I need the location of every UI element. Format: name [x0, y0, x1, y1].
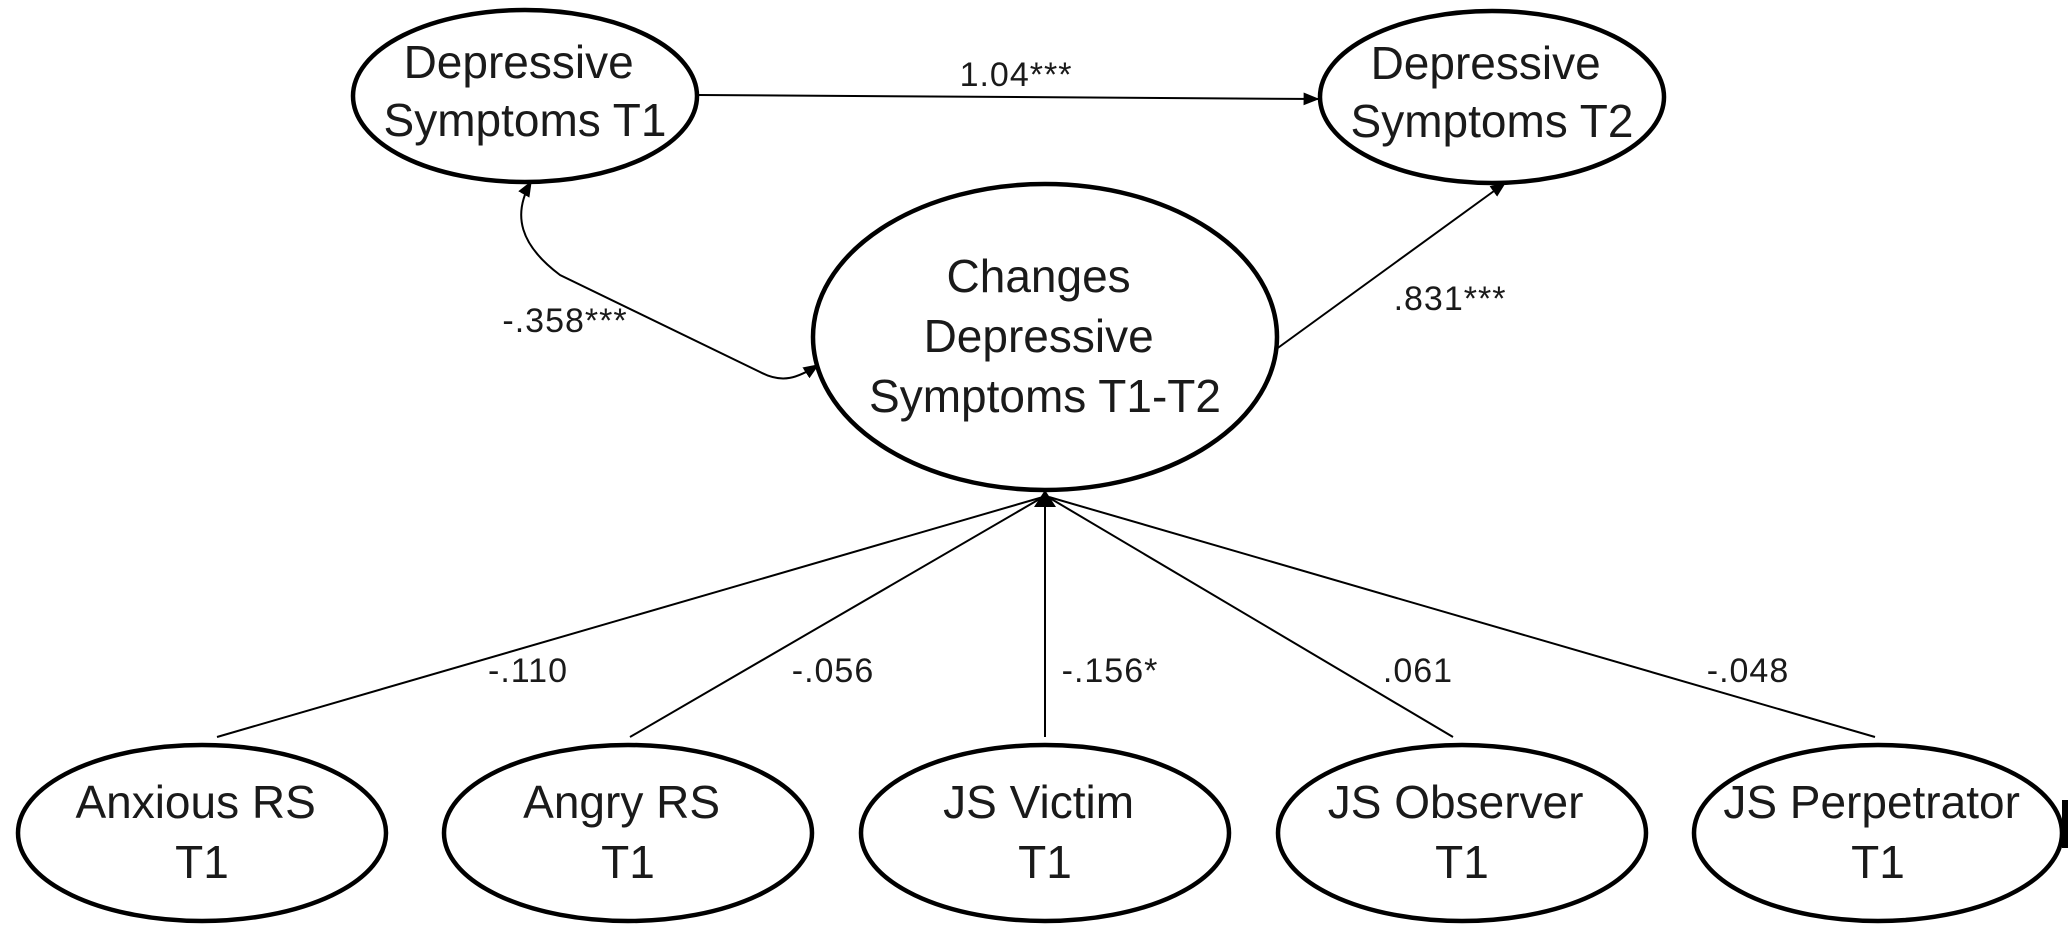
node-label-line: Symptoms T1-T2 [869, 370, 1221, 422]
node-label-line: Anxious RS [75, 776, 315, 828]
node-label-line: Symptoms T1 [384, 94, 667, 146]
node-angry-rs-t1: Angry RS T1 [441, 742, 815, 924]
coef-js-victim-to-change: -.156* [1062, 652, 1159, 690]
arrowhead-into-change [1034, 490, 1056, 507]
node-label-line: T1 [175, 836, 229, 888]
node-label-line: T1 [1018, 836, 1072, 888]
path-dep-t1-with-change [518, 180, 820, 380]
path-anxious-rs-to-change [216, 496, 1044, 738]
node-label-line: T1 [601, 836, 655, 888]
path-dep-t1-to-dep-t2 [697, 92, 1320, 106]
path-change-to-dep-t2 [1274, 182, 1507, 351]
node-label-line: Depressive [404, 36, 634, 88]
svg-text:JS Observer T1: JS Observer T1 [1328, 776, 1596, 888]
svg-text:Angry RS T1: Angry RS T1 [523, 776, 733, 888]
node-js-victim-t1: JS Victim T1 [858, 742, 1232, 924]
coef-dep-t1-with-change: -.358*** [502, 302, 627, 340]
node-label-line: Angry RS [523, 776, 720, 828]
coef-anxious-rs-to-change: -.110 [488, 652, 568, 690]
node-js-perpetrator-t1: JS Perpetrator T1 [1691, 742, 2065, 924]
coef-change-to-dep-t2: .831*** [1394, 280, 1507, 318]
node-label-line: JS Observer [1328, 776, 1584, 828]
node-label-line: JS Victim [943, 776, 1134, 828]
svg-text:Depressive Symptoms T1: Depressive Symptoms T1 [384, 36, 667, 146]
coef-js-observer-to-change: .061 [1383, 652, 1453, 690]
node-label-line: Symptoms T2 [1351, 95, 1634, 147]
svg-text:JS Perpetrator T1: JS Perpetrator T1 [1723, 776, 2032, 888]
node-anxious-rs-t1: Anxious RS T1 [15, 742, 389, 924]
svg-text:JS Victim T1: JS Victim T1 [943, 776, 1147, 888]
node-js-observer-t1: JS Observer T1 [1275, 742, 1649, 924]
svg-text:Anxious RS T1: Anxious RS T1 [75, 776, 328, 888]
svg-text:Changes Depressive: Changes Depressive Symptoms T1-T2 [869, 250, 1221, 422]
path-angry-rs-to-change [629, 496, 1044, 738]
node-depressive-symptoms-t2: Depressive Symptoms T2 [1317, 8, 1667, 186]
path-js-perpetrator-to-change [1048, 496, 1876, 738]
node-label-line: JS Perpetrator [1723, 776, 2020, 828]
node-label-line: T1 [1435, 836, 1489, 888]
node-changes-depressive-symptoms: Changes Depressive Symptoms T1-T2 [810, 181, 1280, 493]
edge-mark [2062, 800, 2068, 848]
svg-text:Depressive Symptoms T2: Depressive Symptoms T2 [1351, 37, 1634, 147]
node-depressive-symptoms-t1: Depressive Symptoms T1 [350, 7, 700, 185]
coef-angry-rs-to-change: -.056 [792, 652, 875, 690]
node-label-line: Changes [947, 250, 1131, 302]
coef-dep-t1-to-dep-t2: 1.04*** [960, 56, 1073, 94]
path-js-observer-to-change [1047, 496, 1454, 738]
node-label-line: Depressive [1371, 37, 1601, 89]
node-label-line: T1 [1851, 836, 1905, 888]
node-label-line: Depressive [924, 310, 1154, 362]
coef-js-perpetrator-to-change: -.048 [1707, 652, 1790, 690]
